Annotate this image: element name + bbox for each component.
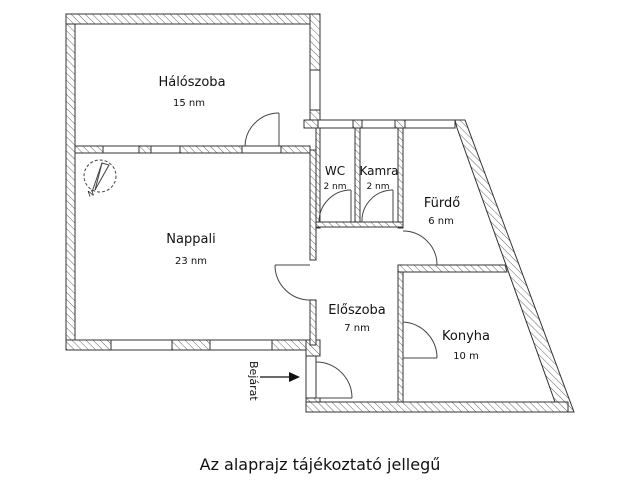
partition-openings <box>102 145 282 154</box>
room-name-furdo: Fürdő <box>424 196 460 211</box>
room-area-kamra: 2 nm <box>366 182 389 192</box>
compass-icon: N <box>83 159 117 199</box>
room-area-konyha: 10 m <box>453 351 479 362</box>
room-name-eloszoba: Előszoba <box>328 303 386 318</box>
disclaimer-caption: Az alaprajz tájékoztató jellegű <box>199 455 441 474</box>
windows <box>110 69 456 399</box>
room-name-nappali: Nappali <box>166 232 215 247</box>
room-name-haloszoba: Hálószoba <box>158 75 225 90</box>
room-labels: Hálószoba 15 nm Nappali 23 nm WC 2 nm Ka… <box>158 75 490 362</box>
room-area-haloszoba: 15 nm <box>173 98 205 109</box>
entrance-arrowhead-icon <box>289 372 300 382</box>
room-area-furdo: 6 nm <box>428 216 454 227</box>
floor-plan: N Hálószoba 15 nm Nappali 23 nm WC 2 nm … <box>65 13 575 413</box>
room-area-nappali: 23 nm <box>175 256 207 267</box>
room-area-eloszoba: 7 nm <box>344 323 370 334</box>
room-area-wc: 2 nm <box>323 182 346 192</box>
room-name-wc: WC <box>325 164 345 178</box>
outer-walls <box>65 13 575 413</box>
entrance-marker: Bejárat <box>247 361 300 401</box>
room-name-kamra: Kamra <box>360 164 399 178</box>
doors <box>244 112 438 399</box>
interior-walls <box>74 127 508 403</box>
compass-north-label: N <box>87 188 96 199</box>
room-name-konyha: Konyha <box>442 329 490 344</box>
entrance-label: Bejárat <box>247 361 260 401</box>
